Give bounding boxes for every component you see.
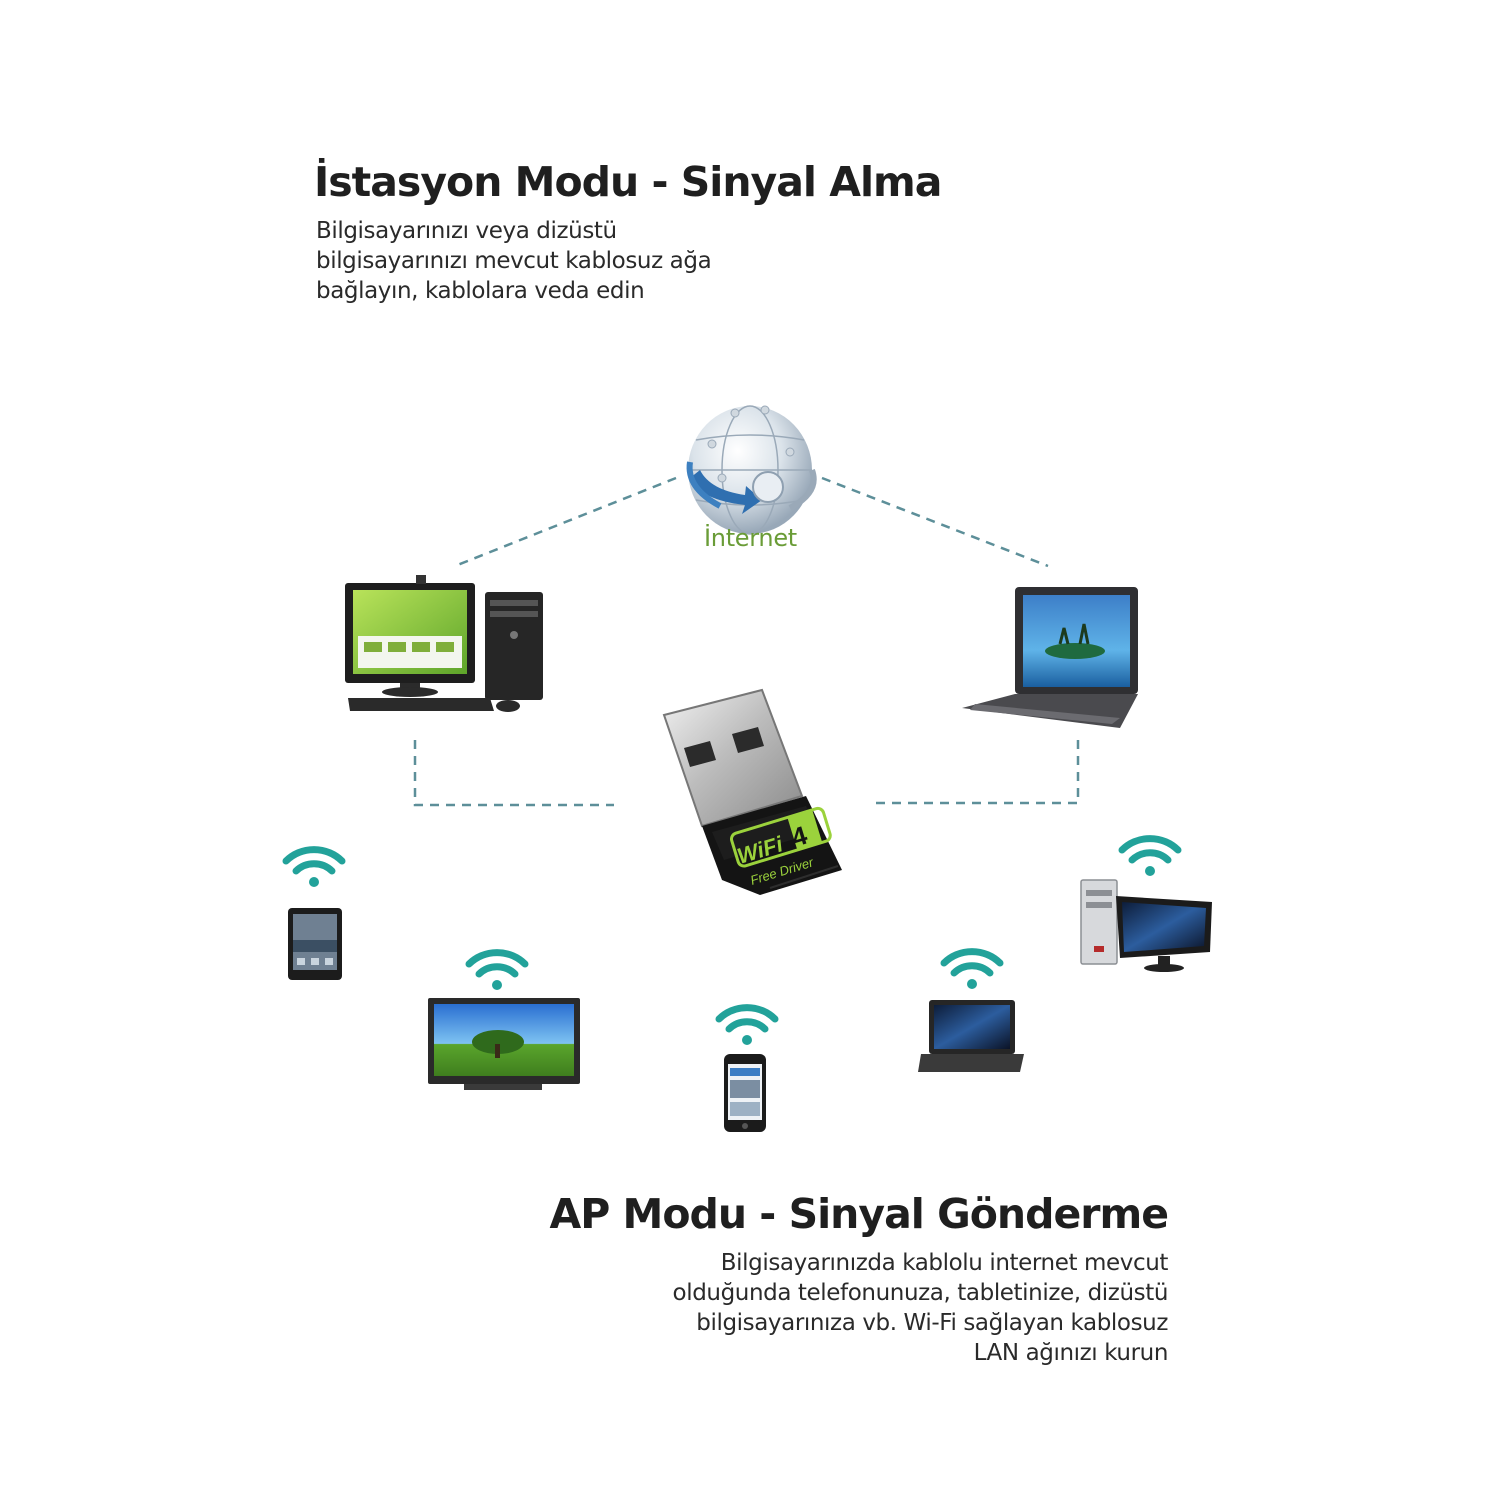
wifi-signal-icon [944, 952, 1000, 989]
internet-label: İnternet [704, 524, 797, 552]
wifi-signal-icon [1122, 839, 1178, 876]
wifi-signal-icon [719, 1008, 775, 1045]
connector-laptop-adapter [874, 740, 1080, 805]
station-mode-description: Bilgisayarınızı veya dizüstü bilgisayarı… [316, 216, 776, 306]
globe-icon [686, 405, 817, 535]
station-mode-line: bilgisayarınızı mevcut kablosuz ağa [316, 248, 712, 274]
desktop-computer-icon [1080, 879, 1212, 972]
wifi-signal-icon [286, 850, 342, 887]
ap-mode-description: Bilgisayarınızda kablolu internet mevcut… [608, 1248, 1169, 1368]
smartphone-icon [724, 1054, 766, 1132]
connector-internet-laptop [821, 476, 1049, 568]
connector-lines [413, 476, 1080, 807]
laptop-icon [962, 587, 1138, 728]
ap-mode-line: LAN ağınızı kurun [973, 1340, 1169, 1366]
laptop-icon [918, 1000, 1024, 1072]
usb-wifi-adapter-icon: WiFi 4 Free Driver [662, 688, 842, 895]
station-mode-title: İstasyon Modu - Sinyal Alma [314, 158, 942, 206]
station-mode-line: bağlayın, kablolara veda edin [316, 278, 645, 304]
ap-mode-line: olduğunda telefonunuza, tabletinize, diz… [672, 1280, 1169, 1306]
tablet-icon [288, 908, 342, 980]
connector-internet-desktop [454, 476, 677, 568]
ap-mode-line: Bilgisayarınızda kablolu internet mevcut [720, 1250, 1169, 1276]
wifi-signal-icon [469, 953, 525, 990]
desktop-computer-icon [345, 575, 543, 712]
station-mode-line: Bilgisayarınızı veya dizüstü [316, 218, 617, 244]
connector-desktop-adapter [413, 740, 614, 807]
ap-mode-line: bilgisayarınıza vb. Wi-Fi sağlayan kablo… [696, 1310, 1168, 1336]
tv-icon [428, 998, 580, 1090]
ap-mode-title: AP Modu - Sinyal Gönderme [549, 1190, 1169, 1238]
